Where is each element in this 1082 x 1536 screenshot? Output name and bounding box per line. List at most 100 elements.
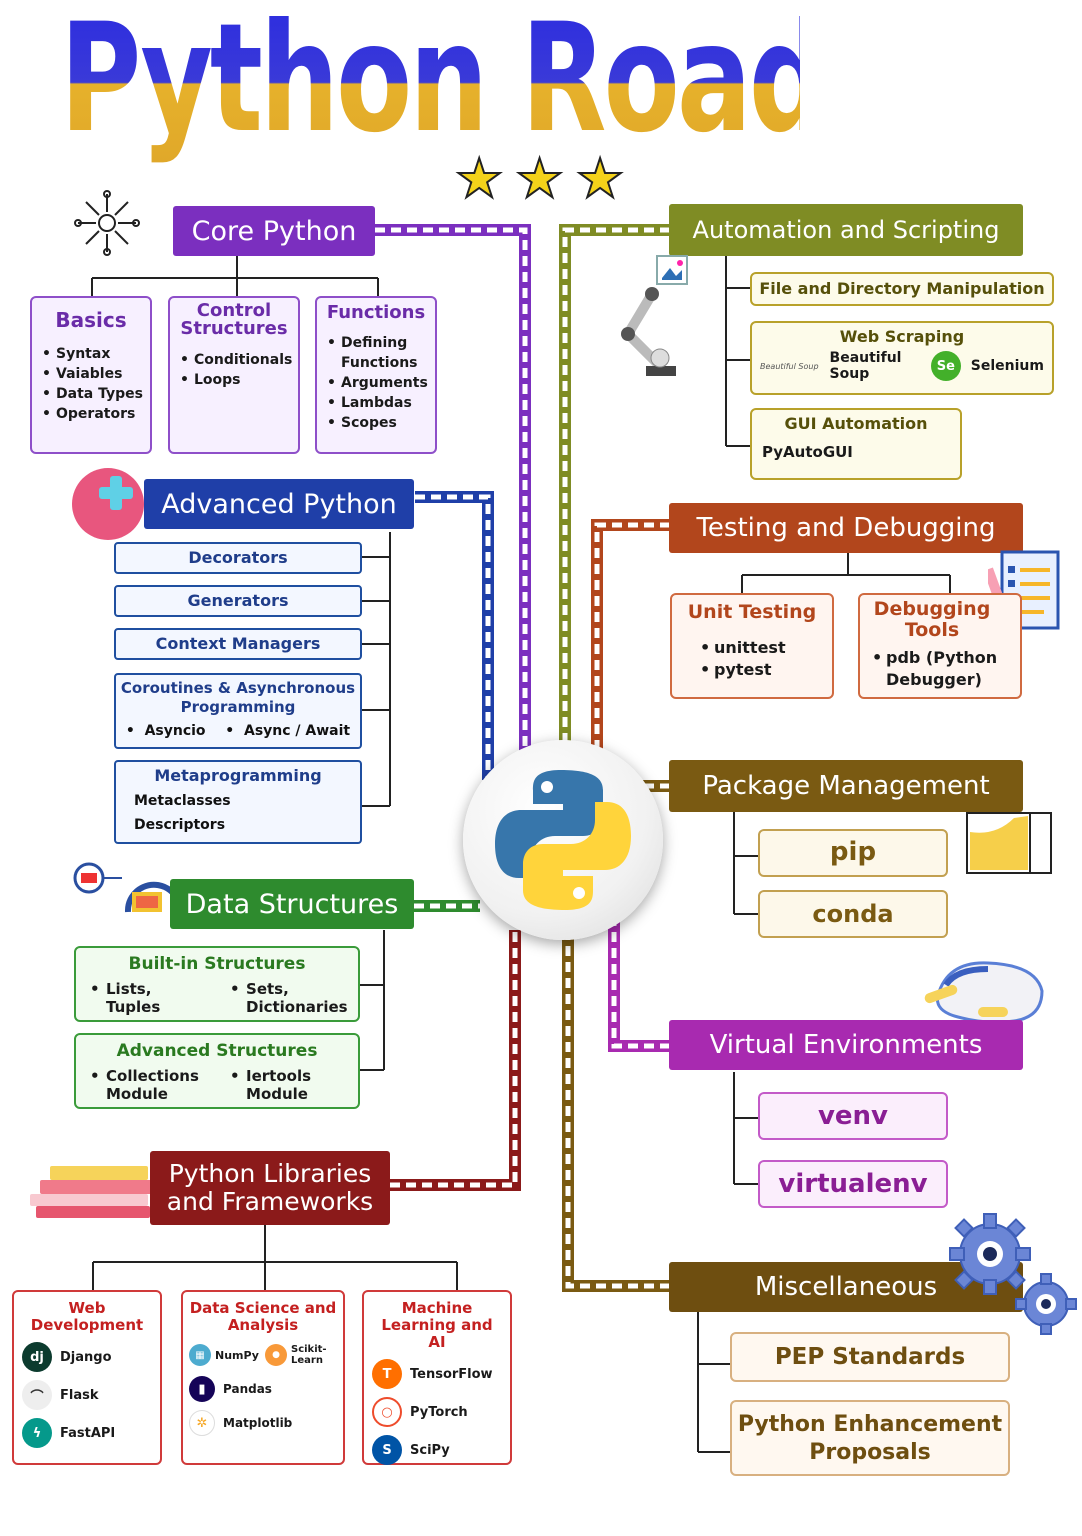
selenium-label: Selenium — [970, 358, 1044, 374]
pep-proposals-box: Python Enhancement Proposals — [730, 1400, 1010, 1476]
core-python-header[interactable]: Core Python — [173, 206, 375, 256]
basics-box: Basics Syntax Vaiables Data Types Operat… — [30, 296, 152, 454]
robot-arm-icon — [612, 254, 722, 384]
automation-header[interactable]: Automation and Scripting — [669, 204, 1023, 256]
virtual-environments-header[interactable]: Virtual Environments — [669, 1020, 1023, 1070]
conda-box: conda — [758, 890, 948, 938]
list-item: pytest — [696, 659, 822, 681]
functions-title: Functions — [326, 302, 426, 323]
flask-icon: ⌒ — [22, 1380, 52, 1410]
fastapi-icon: ϟ — [22, 1418, 52, 1448]
pyautogui-item: PyAutoGUI — [762, 443, 853, 461]
pandas-icon: ▮ — [189, 1376, 215, 1402]
libraries-header-line1: Python Libraries — [168, 1159, 372, 1188]
context-managers-box: Context Managers — [114, 628, 362, 660]
debugging-tools-box: Debugging Tools pdb (Python Debugger) — [858, 593, 1022, 699]
list-item: Metaclasses — [134, 793, 231, 809]
vr-headset-icon — [918, 955, 1048, 1035]
gui-automation-box: GUI Automation PyAutoGUI — [750, 408, 962, 480]
web-scraping-title: Web Scraping — [839, 327, 965, 346]
list-item: Data Types — [38, 384, 144, 404]
web-development-title: Web Development — [30, 1299, 144, 1334]
control-structures-title: Control Structures — [180, 300, 288, 339]
builtin-structures-box: Built-in Structures •Lists, Tuples •Sets… — [74, 946, 360, 1022]
scikit-learn-item: ●Scikit-Learn — [265, 1344, 337, 1366]
star-icon: ★ — [514, 147, 564, 210]
beautiful-soup-logo: Beautiful Soup — [760, 361, 819, 371]
pep-standards-box: PEP Standards — [730, 1332, 1010, 1382]
advanced-structures-title: Advanced Structures — [116, 1041, 318, 1061]
libraries-header-line2: and Frameworks — [166, 1187, 374, 1216]
metaprogramming-box: Metaprogramming Metaclasses Descriptors — [114, 760, 362, 844]
data-science-box: Data Science and Analysis ▦NumPy ●Scikit… — [181, 1290, 345, 1465]
pytorch-item: ○PyTorch — [372, 1397, 502, 1427]
venv-box: venv — [758, 1092, 948, 1140]
functions-box: Functions Defining Functions Arguments L… — [315, 296, 437, 454]
advanced-python-header[interactable]: Advanced Python — [144, 479, 414, 529]
scipy-icon: S — [372, 1435, 402, 1465]
decorators-box: Decorators — [114, 542, 362, 574]
data-science-title: Data Science and Analysis — [189, 1299, 337, 1334]
python-logo-icon — [463, 740, 663, 940]
numpy-icon: ▦ — [189, 1344, 211, 1366]
unit-testing-title: Unit Testing — [687, 601, 817, 623]
control-structures-box: Control Structures Conditionals Loops — [168, 296, 300, 454]
unit-testing-box: Unit Testing unittest pytest — [670, 593, 834, 699]
books-icon — [28, 1162, 158, 1222]
metaprogramming-title: Metaprogramming — [154, 766, 322, 785]
list-item: Scopes — [323, 413, 429, 433]
list-item: Descriptors — [134, 817, 226, 833]
network-icon — [72, 188, 142, 258]
file-directory-box: File and Directory Manipulation — [750, 272, 1054, 306]
builtin-structures-title: Built-in Structures — [128, 954, 306, 974]
gear-icon — [946, 1210, 1080, 1340]
list-item: Vaiables — [38, 364, 144, 384]
list-item: Syntax — [38, 344, 144, 364]
libraries-header[interactable]: Python Libraries and Frameworks — [150, 1151, 390, 1225]
list-item: Defining Functions — [323, 333, 429, 373]
matplotlib-icon: ✲ — [189, 1410, 215, 1436]
debugging-tools-title: Debugging Tools — [873, 598, 991, 641]
advanced-structures-box: Advanced Structures •Collections Module … — [74, 1033, 360, 1109]
folder-icon — [966, 812, 1052, 874]
django-icon: dj — [22, 1342, 52, 1372]
list-item: unittest — [696, 637, 822, 659]
numpy-item: ▦NumPy — [189, 1344, 259, 1366]
virtualenv-box: virtualenv — [758, 1160, 948, 1208]
plus-icon — [72, 468, 144, 540]
machine-learning-title: Machine Learning and AI — [381, 1299, 493, 1351]
list-item: •Sets, Dictionaries — [230, 980, 348, 1016]
list-item: • Async / Await — [225, 723, 351, 739]
tensorflow-icon: T — [372, 1359, 402, 1389]
generators-box: Generators — [114, 585, 362, 617]
package-management-header[interactable]: Package Management — [669, 760, 1023, 812]
list-item: •Collections Module — [90, 1067, 199, 1103]
list-item: Operators — [38, 404, 144, 424]
list-item: •Lists, Tuples — [90, 980, 161, 1016]
star-icon: ★ — [575, 147, 625, 210]
selenium-icon: Se — [930, 351, 961, 381]
pytorch-icon: ○ — [372, 1397, 402, 1427]
list-item: Lambdas — [323, 393, 429, 413]
scikit-learn-icon: ● — [265, 1344, 287, 1366]
flask-item: ⌒Flask — [22, 1380, 152, 1410]
star-icon: ★ — [454, 147, 504, 210]
pip-box: pip — [758, 829, 948, 877]
data-structures-header[interactable]: Data Structures — [170, 879, 414, 929]
beautiful-soup-label: Beautiful Soup — [829, 350, 902, 382]
list-item: pdb (Python Debugger) — [868, 647, 1012, 691]
pandas-item: ▮Pandas — [189, 1376, 337, 1402]
list-item: • Asyncio — [125, 723, 206, 739]
coroutines-box: Coroutines & Asynchronous Programming • … — [114, 673, 362, 749]
matplotlib-item: ✲Matplotlib — [189, 1410, 337, 1436]
rating-stars: ★ ★ ★ — [454, 147, 625, 210]
testing-header[interactable]: Testing and Debugging — [669, 503, 1023, 553]
list-item: Conditionals — [176, 350, 292, 370]
